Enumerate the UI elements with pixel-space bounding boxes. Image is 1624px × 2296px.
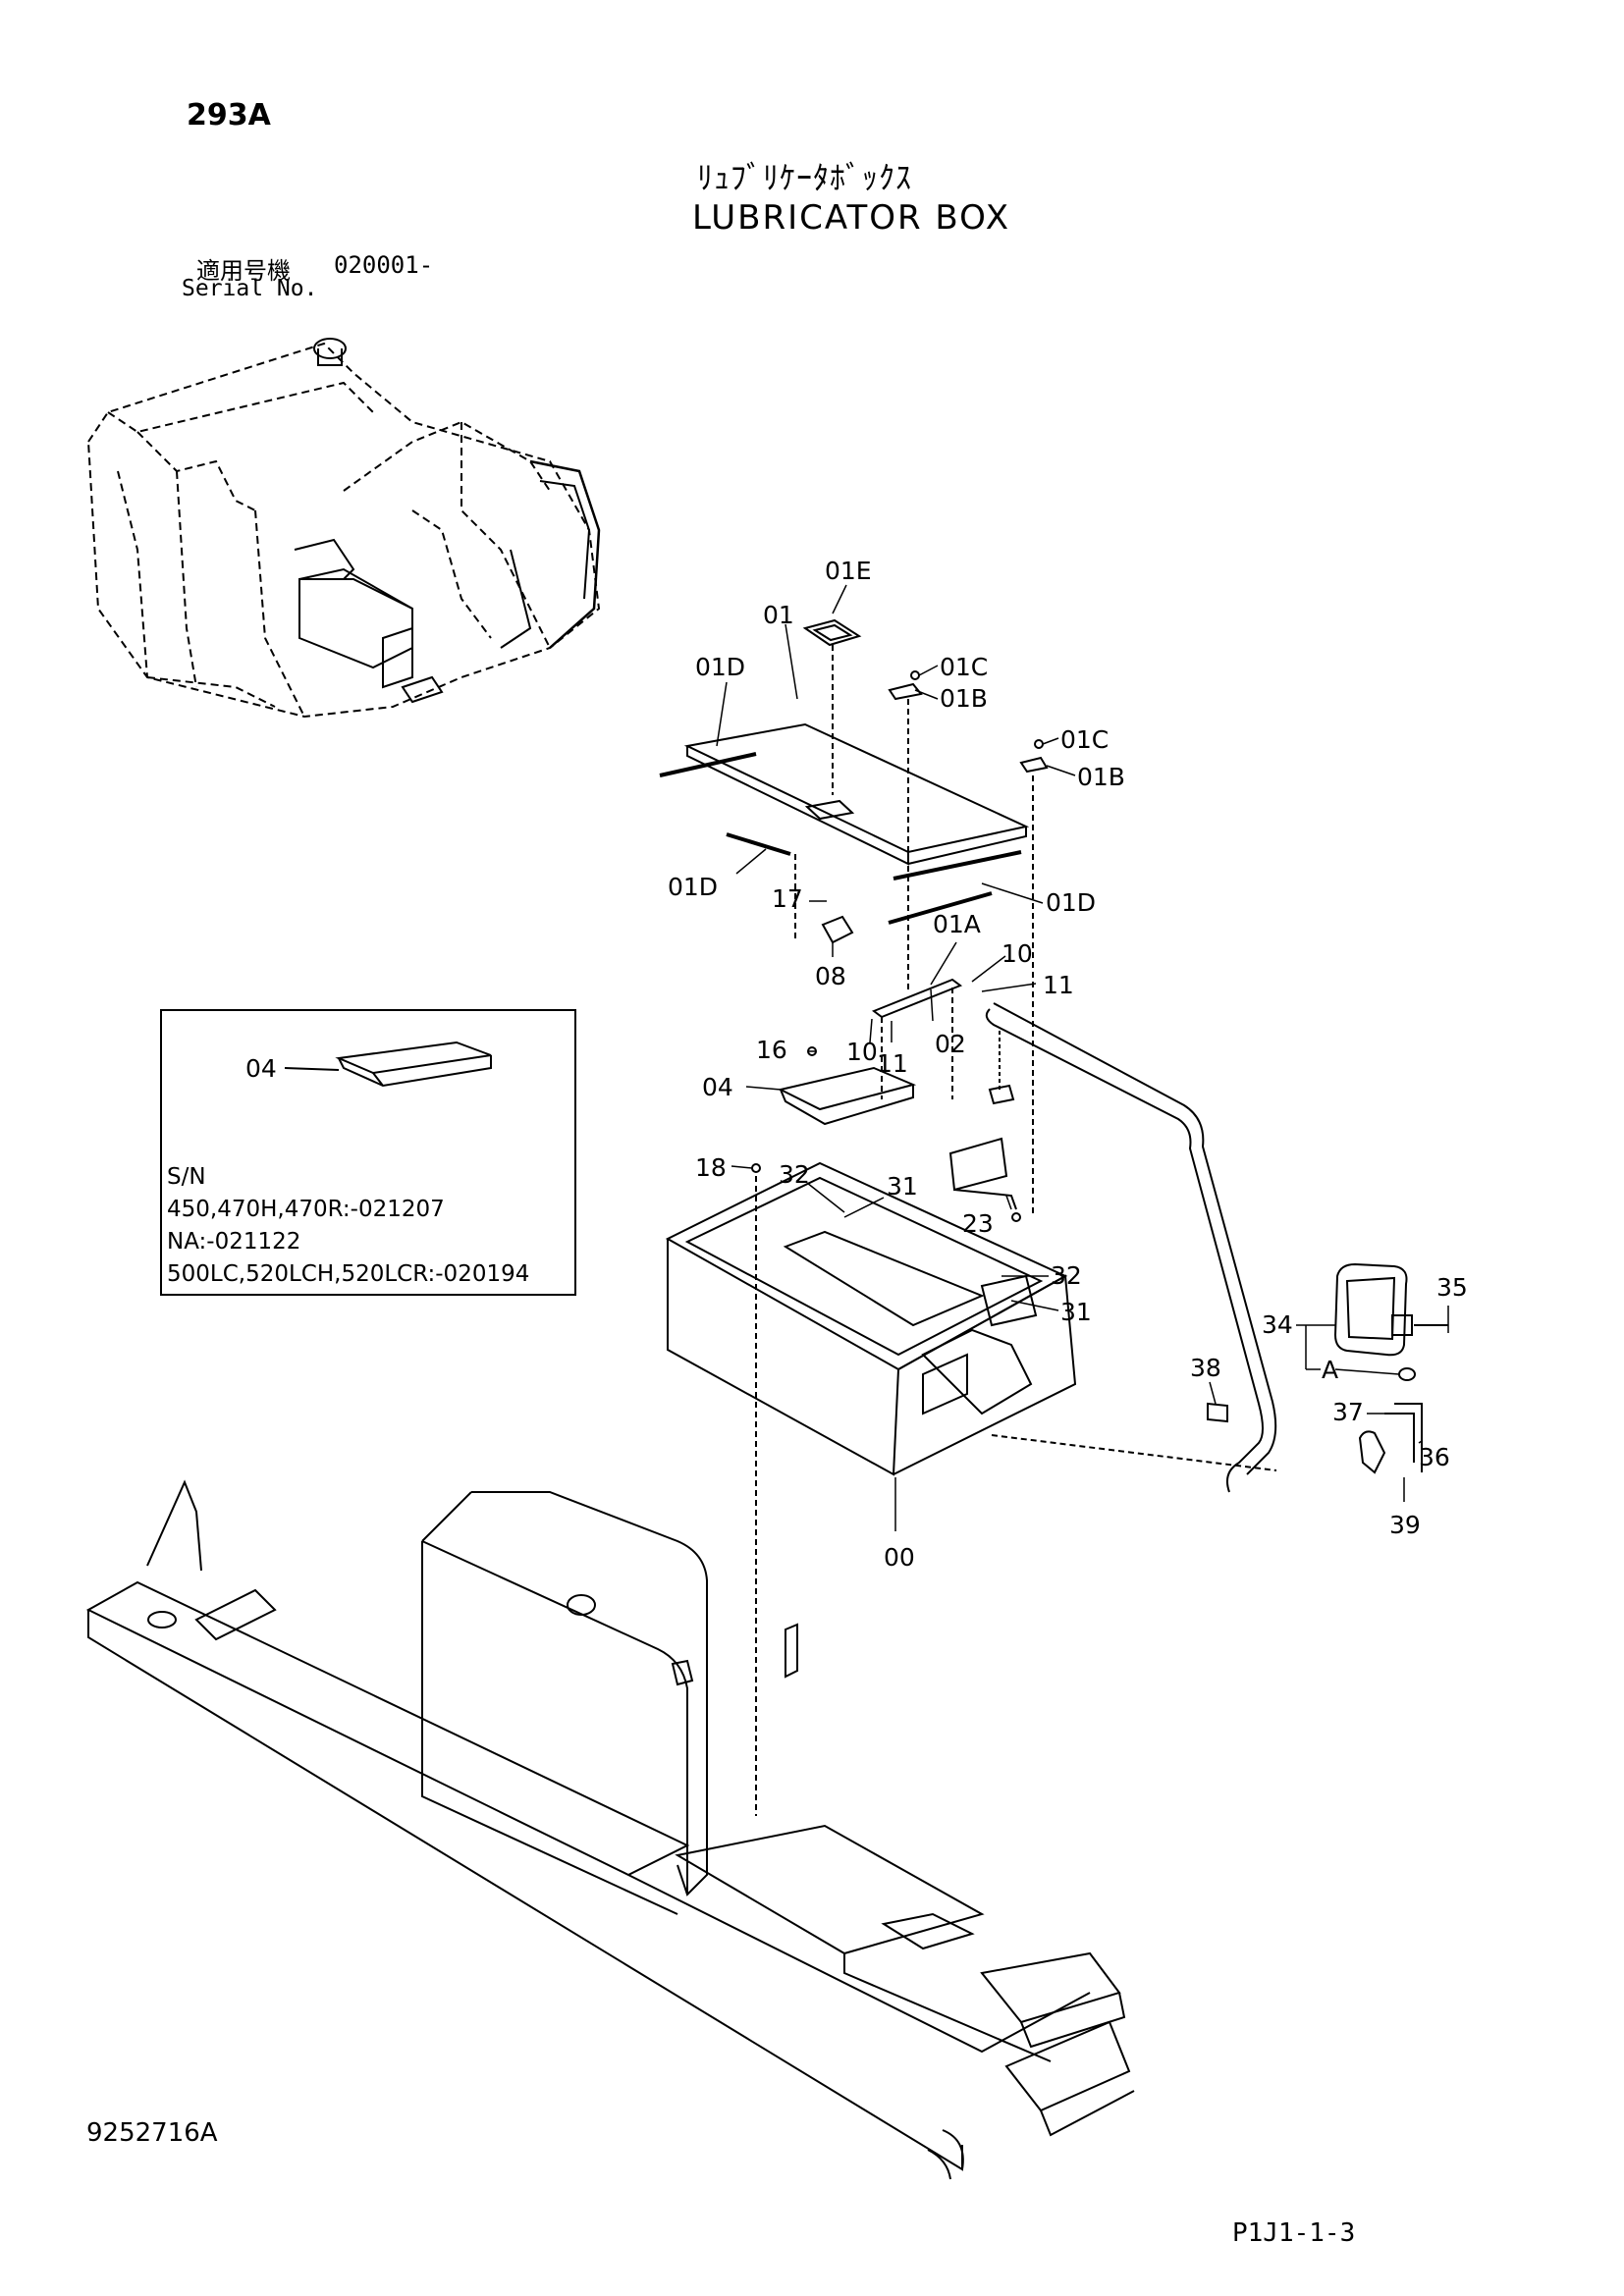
callout-31-b: 31 — [1060, 1298, 1092, 1326]
serial-label-japanese: 適用号機 — [196, 257, 291, 285]
note-line: 500LC,520LCH,520LCR:-020194 — [167, 1261, 530, 1287]
hinge-02-08 — [794, 854, 963, 1099]
callout-32-b: 32 — [1051, 1261, 1082, 1290]
note-part-number: 04 — [245, 1054, 277, 1083]
serial-label-english: Serial No. — [182, 276, 318, 301]
callout-01: 01 — [763, 601, 794, 629]
callout-labels: 01E 01 01C 01B 01D 01C 01B 01D 17 01D 08… — [668, 557, 1468, 1572]
callout-18: 18 — [695, 1153, 727, 1182]
bracket-23 — [948, 1137, 1021, 1222]
handle-01E — [802, 618, 862, 795]
callout-08: 08 — [815, 962, 846, 990]
callout-01D-b: 01D — [668, 873, 718, 901]
callout-00: 00 — [884, 1543, 915, 1572]
callout-38: 38 — [1190, 1354, 1221, 1382]
note-line: S/N — [167, 1164, 206, 1190]
leader-lines — [716, 584, 1449, 1531]
page-title: LUBRICATOR BOX — [692, 198, 1011, 238]
callout-36: 36 — [1419, 1443, 1450, 1471]
callout-A: A — [1322, 1356, 1338, 1384]
callout-01D-a: 01D — [695, 653, 745, 681]
drawing-number: 9252716A — [86, 2118, 218, 2148]
callout-02: 02 — [935, 1030, 966, 1058]
callout-01A: 01A — [933, 910, 981, 938]
callout-34: 34 — [1262, 1310, 1293, 1339]
handrail — [985, 1002, 1277, 1493]
lubricator-box-00 — [665, 1161, 1077, 1816]
machine-overview-drawing — [86, 342, 601, 719]
base-frame — [85, 1479, 1135, 2180]
callout-10-b: 10 — [846, 1038, 878, 1066]
callout-23: 23 — [962, 1209, 994, 1238]
callout-01E: 01E — [825, 557, 872, 585]
serial-number-value: 020001- — [334, 251, 434, 279]
page-code: 293A — [187, 98, 271, 133]
note-serial-list: S/N 450,470H,470R:-021207 NA:-021122 500… — [167, 1161, 529, 1291]
note-line: NA:-021122 — [167, 1229, 301, 1255]
sheet-reference: P1J1-1-3 — [1232, 2218, 1356, 2248]
note-part-04-sketch — [284, 1041, 492, 1088]
callout-11-a: 11 — [1043, 971, 1074, 999]
callout-16: 16 — [756, 1036, 787, 1064]
callout-17: 17 — [772, 884, 803, 913]
callout-04: 04 — [702, 1073, 733, 1101]
callout-11-b: 11 — [877, 1049, 908, 1078]
callout-01D-c: 01D — [1046, 888, 1096, 917]
callout-01C-b: 01C — [1060, 725, 1109, 754]
callout-35: 35 — [1436, 1273, 1468, 1302]
note-line: 450,470H,470R:-021207 — [167, 1197, 445, 1222]
callout-32-a: 32 — [779, 1160, 810, 1189]
machine-overview-solid — [294, 338, 601, 704]
applicability-note-box — [160, 1009, 576, 1296]
mirror-34 — [1333, 1262, 1448, 1381]
callout-01C-a: 01C — [940, 653, 988, 681]
callout-01B-b: 01B — [1077, 763, 1125, 791]
lid-panel-01 — [659, 722, 1030, 925]
callout-37: 37 — [1332, 1398, 1364, 1426]
callout-31-a: 31 — [887, 1172, 918, 1201]
callout-01B-a: 01B — [940, 684, 988, 713]
callout-10-a: 10 — [1001, 939, 1033, 968]
callout-39: 39 — [1389, 1511, 1421, 1539]
title-japanese: ﾘｭﾌﾞﾘｹｰﾀﾎﾞｯｸｽ — [697, 159, 913, 196]
tray-04 — [778, 1046, 917, 1126]
latch-01B-01C — [888, 670, 1049, 1217]
